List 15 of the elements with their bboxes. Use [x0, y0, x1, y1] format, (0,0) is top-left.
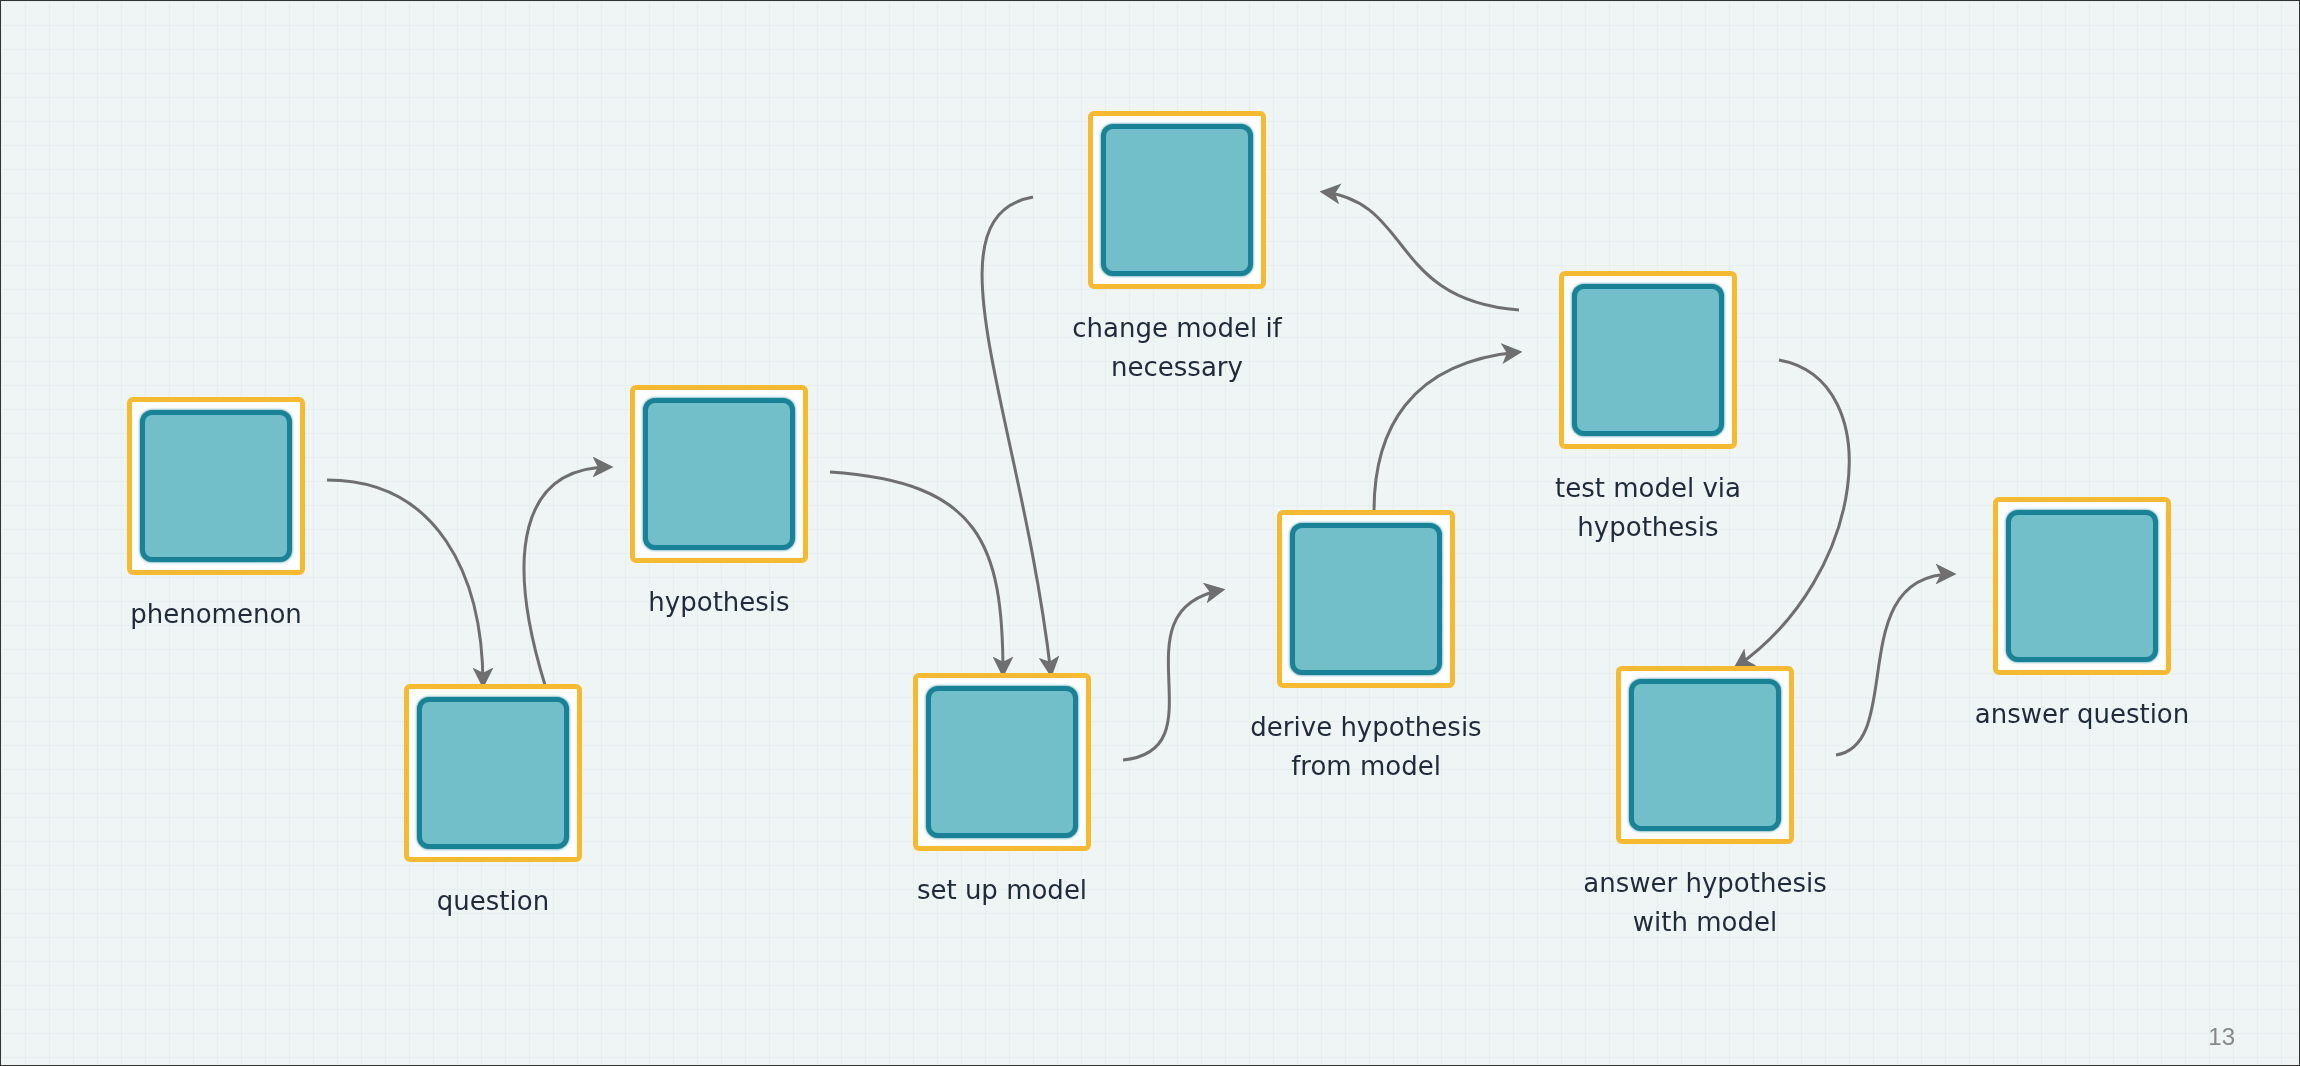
curved-arrow [1319, 185, 1520, 312]
node-label: set up model [916, 874, 1088, 907]
node-label: derive hypothesis from model [1249, 711, 1483, 783]
curved-arrow [1372, 344, 1523, 512]
node-label: question [436, 885, 550, 918]
curved-arrow [1835, 566, 1957, 757]
curved-arrow [522, 458, 614, 686]
node-label: answer hypothesis with model [1582, 867, 1828, 939]
node-label: change model if necessary [1071, 312, 1284, 384]
node-label: phenomenon [130, 598, 302, 631]
curved-arrow [1122, 585, 1226, 762]
node-label: hypothesis [648, 586, 790, 619]
page-number: 13 [2208, 1023, 2235, 1051]
node-label: answer question [1974, 698, 2190, 731]
node-label: test model via hypothesis [1554, 472, 1742, 544]
